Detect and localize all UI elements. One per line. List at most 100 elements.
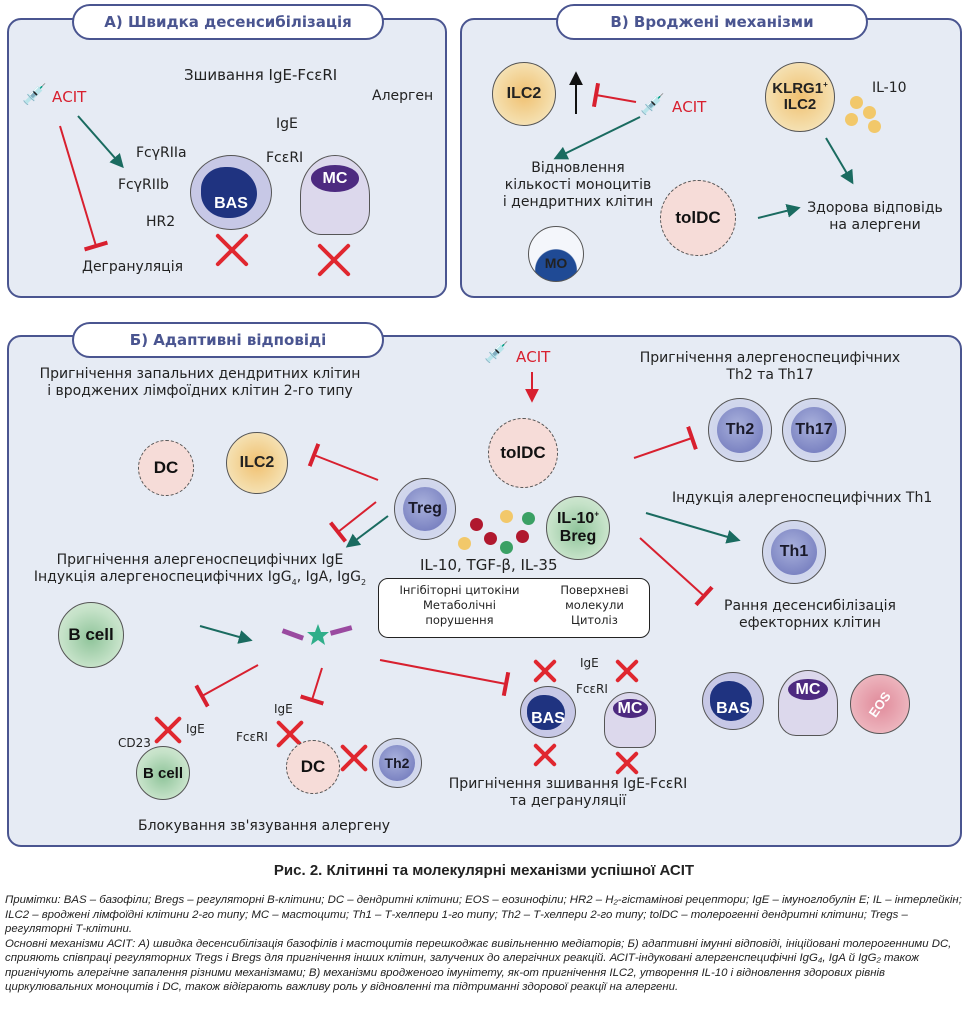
mc-label: MC	[322, 169, 348, 187]
cross-icon	[336, 740, 372, 776]
il10-dot	[850, 96, 863, 109]
figure-caption-title: Рис. 2. Клітинні та молекулярні механізм…	[273, 862, 695, 879]
mast-cell: MC	[604, 692, 656, 748]
monocyte-cell: MO	[528, 226, 584, 282]
dc-label: DC	[300, 757, 326, 776]
panel-a-title: А) Швидка десенсибілізація	[72, 4, 384, 40]
induce-th1-label: Індукція алергеноспецифічних Th1	[672, 490, 933, 506]
il10-dot	[845, 113, 858, 126]
cytokines-label: IL-10, TGF-β, IL-35	[420, 556, 558, 574]
fceri-label: FcεRI	[576, 682, 608, 696]
acit-label: АСІТ	[672, 98, 707, 116]
treg-label: Treg	[408, 499, 442, 517]
ige-label: IgE	[580, 656, 599, 670]
syringe-icon: 💉	[640, 92, 665, 116]
ilc2-cell: ILC2	[226, 432, 288, 494]
syringe-icon: 💉	[484, 340, 509, 364]
il10-label: IL-10	[872, 80, 907, 96]
acit-label: АСІТ	[52, 88, 87, 106]
degranulation-label: Дегрануляція	[82, 259, 184, 275]
fcgr2b-label: FcγRIIb	[118, 177, 169, 193]
dc-cell: DC	[286, 740, 340, 794]
eosinophil-cell: EOS	[850, 674, 910, 734]
th2-cell: Th2	[372, 738, 422, 788]
th1-label: Th1	[779, 543, 809, 560]
bas-label: BAS	[716, 700, 750, 717]
figure-notes: Примітки: BAS – базофіли; Bregs – регуля…	[5, 893, 965, 995]
mechanisms-note: Основні механізми АСІТ: А) швидка десенс…	[5, 937, 952, 994]
cross-icon	[312, 238, 356, 282]
th2-label: Th2	[725, 421, 755, 438]
mc-label: MC	[617, 699, 643, 717]
toldc-cell: tolDC	[660, 180, 736, 256]
th17-label: Th17	[795, 421, 833, 438]
ige-label: IgE	[186, 722, 205, 736]
hr2-label: HR2	[146, 214, 176, 230]
basophil-cell: BAS	[190, 155, 272, 230]
block-binding-label: Блокування зв'язування алергену	[138, 818, 391, 834]
basophil-nucleus	[200, 166, 257, 219]
ilc2-cell: ILC2	[492, 62, 556, 126]
il10-dot	[868, 120, 881, 133]
il10-breg-label: IL-10+	[556, 510, 599, 528]
cytokine-dot	[516, 530, 529, 543]
bas-label: BAS	[531, 710, 565, 727]
fceri-label: FcεRI	[236, 730, 268, 744]
bcell-label: B cell	[68, 625, 114, 644]
mc-nucleus: MC	[311, 165, 359, 192]
basophil-cell: BAS	[520, 686, 576, 738]
cross-icon	[612, 748, 642, 778]
eos-label: EOS	[865, 688, 895, 720]
mo-label: MO	[544, 255, 568, 271]
cross-icon	[150, 712, 186, 748]
b-cell: B cell	[58, 602, 124, 668]
allergen-label: Алерген	[372, 88, 434, 104]
treg-cell: Treg	[394, 478, 456, 540]
toldc-label: tolDC	[500, 443, 546, 462]
klrg1-label: KLRG1+	[772, 79, 828, 97]
cross-icon	[612, 656, 642, 686]
th1-cell: Th1	[762, 520, 826, 584]
dc-label: DC	[153, 458, 179, 477]
ige-label: IgE	[276, 116, 298, 132]
cytokine-dot	[500, 510, 513, 523]
ilc2-label: ILC2	[239, 454, 275, 471]
mast-cell: MC	[778, 670, 838, 736]
ige-label: IgE	[274, 702, 293, 716]
breg-cell: IL-10+ Breg	[546, 496, 610, 560]
th2-cell: Th2	[708, 398, 772, 462]
il10-dot	[863, 106, 876, 119]
cross-icon	[530, 740, 560, 770]
cross-icon	[210, 228, 254, 272]
toldc-cell: tolDC	[488, 418, 558, 488]
cross-icon	[530, 656, 560, 686]
cytokine-dot	[522, 512, 535, 525]
cd23-label: CD23	[118, 736, 151, 750]
dc-cell: DC	[138, 440, 194, 496]
basophil-cell: BAS	[702, 672, 764, 730]
crosslink-title: Зшивання IgE-FcεRI	[184, 66, 338, 84]
th17-cell: Th17	[782, 398, 846, 462]
abbreviations-note: Примітки: BAS – базофіли; Bregs – регуля…	[5, 894, 962, 935]
fceri-label: FcεRI	[266, 150, 304, 166]
syringe-icon: 💉	[22, 82, 47, 106]
toldc-label: tolDC	[675, 208, 721, 227]
acit-label: АСІТ	[516, 348, 551, 366]
th2-label: Th2	[384, 754, 410, 771]
ilc2-label: ILC2	[506, 85, 542, 102]
ilc2-label: ILC2	[783, 96, 817, 113]
cytokine-dot	[484, 532, 497, 545]
cytokine-dot	[458, 537, 471, 550]
ige-igg-label: Пригнічення алергеноспецифічних IgE Інду…	[33, 552, 367, 587]
cytokine-dot	[500, 541, 513, 554]
bas-label: BAS	[214, 194, 248, 212]
breg-label: Breg	[559, 528, 597, 545]
cytokine-dot	[470, 518, 483, 531]
panel-v-title: В) Вроджені механізми	[556, 4, 868, 40]
